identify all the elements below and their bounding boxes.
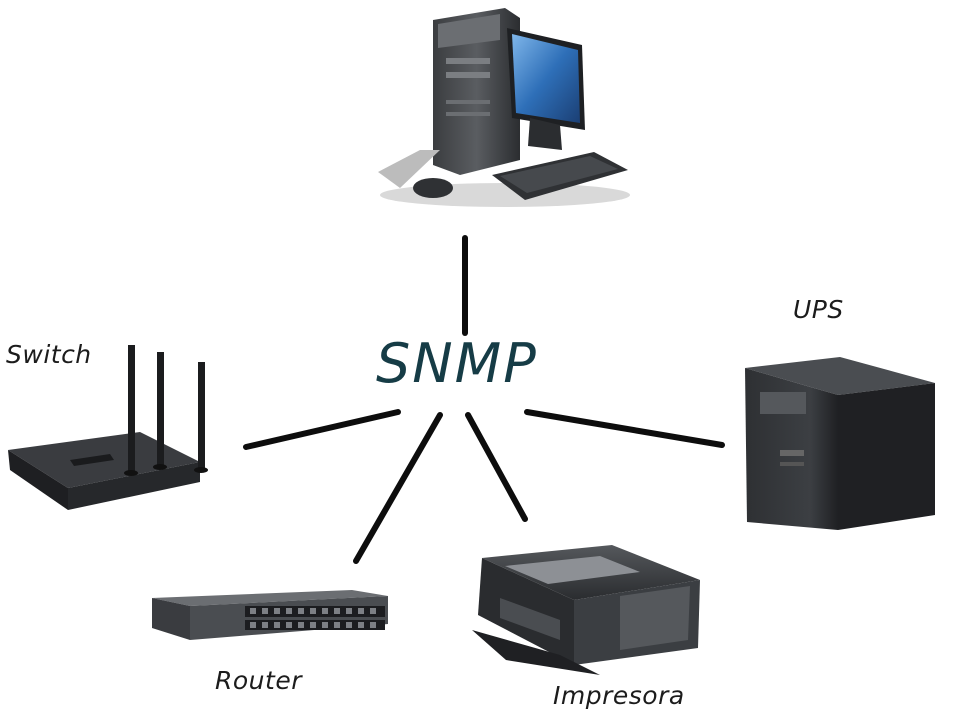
computer-icon bbox=[378, 8, 630, 207]
printer-device-icon bbox=[472, 545, 700, 675]
switch-device-icon bbox=[8, 345, 208, 510]
link-router bbox=[353, 412, 443, 564]
router-label: Router bbox=[215, 666, 302, 695]
switch-label: Switch bbox=[6, 340, 92, 369]
link-lines bbox=[243, 235, 725, 564]
snmp-center-label: SNMP bbox=[376, 332, 538, 395]
link-switch bbox=[243, 409, 401, 450]
router-device-icon bbox=[152, 590, 388, 640]
printer-label: Impresora bbox=[553, 681, 685, 710]
link-ups bbox=[524, 409, 725, 448]
ups-label: UPS bbox=[793, 295, 844, 324]
ups-device-icon bbox=[745, 357, 935, 530]
link-printer bbox=[465, 412, 528, 522]
